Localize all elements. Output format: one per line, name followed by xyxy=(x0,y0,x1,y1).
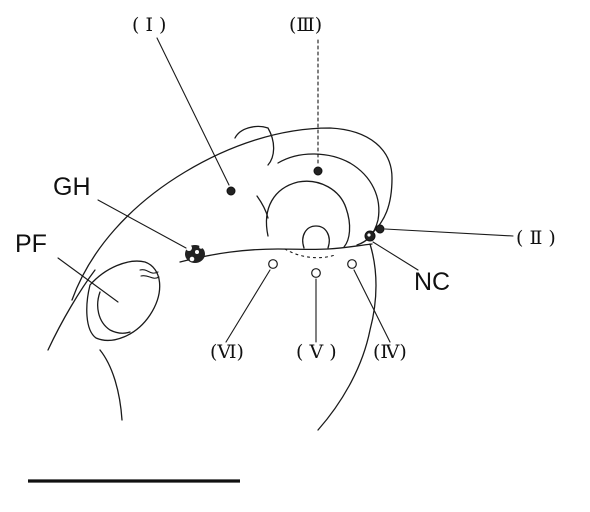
right-descending-contour xyxy=(317,243,377,431)
outer-dome-outline xyxy=(71,127,393,301)
label-pf: PF xyxy=(15,230,47,258)
point-vi-circle xyxy=(268,259,278,269)
base-line xyxy=(179,243,373,263)
leader-line-gh xyxy=(97,199,187,249)
leader-line-i xyxy=(156,37,230,186)
gh-cluster xyxy=(185,245,205,263)
point-iii-dot xyxy=(313,166,323,176)
point-ii-dot xyxy=(375,224,385,234)
left-lower-contour xyxy=(99,349,123,421)
label-iv: (Ⅳ) xyxy=(373,341,407,363)
leader-line-ii xyxy=(384,228,514,237)
pf-fold-1 xyxy=(139,269,159,274)
leader-line-vi xyxy=(225,269,271,343)
leader-line-pf xyxy=(57,257,119,303)
nc-cluster xyxy=(364,230,376,242)
lobe-divider-line xyxy=(256,195,269,219)
left-descending-contour xyxy=(47,269,96,351)
leader-line-iv xyxy=(353,269,391,343)
upper-lobe-contour xyxy=(234,125,275,166)
pf-inner-curve xyxy=(97,291,131,334)
label-ii: ( Ⅱ ) xyxy=(516,227,556,249)
label-v: ( V ) xyxy=(296,341,337,363)
label-vi: (Ⅵ) xyxy=(210,341,244,363)
inner-chamber-outline xyxy=(265,180,351,248)
pf-fold-2 xyxy=(140,275,160,279)
central-lobe-outline xyxy=(277,153,380,246)
point-i-dot xyxy=(226,186,236,196)
pf-structure-outline xyxy=(86,260,161,341)
point-iv-circle xyxy=(347,259,357,269)
inner-small-loop xyxy=(302,225,330,249)
dotted-arc xyxy=(284,248,336,259)
label-iii: (Ⅲ) xyxy=(289,14,322,36)
label-nc: NC xyxy=(414,268,450,296)
point-v-circle xyxy=(311,268,321,278)
label-i: ( I ) xyxy=(132,14,166,36)
leader-line-nc xyxy=(372,241,419,271)
label-gh: GH xyxy=(53,173,91,201)
outline-drawing xyxy=(47,125,393,431)
